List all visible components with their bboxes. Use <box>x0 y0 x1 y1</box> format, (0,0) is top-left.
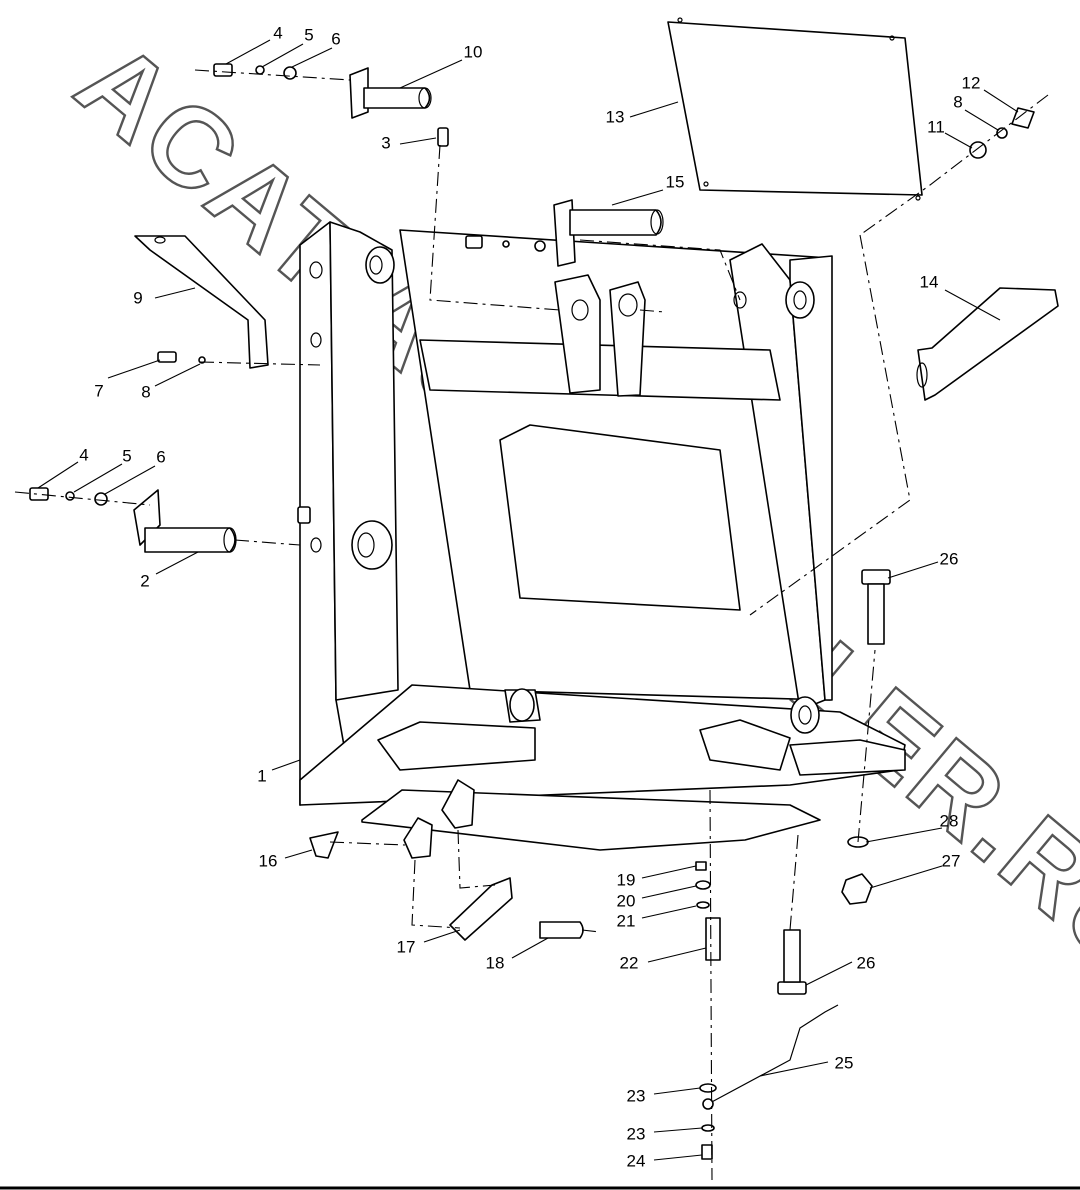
callout-6: 6 <box>156 447 165 466</box>
callout-8: 8 <box>141 382 150 401</box>
callout-19: 19 <box>617 870 636 889</box>
callout-13: 13 <box>606 107 625 126</box>
pin-2 <box>133 489 237 553</box>
callout-2: 2 <box>140 571 149 590</box>
callout-14: 14 <box>920 272 939 291</box>
callout-4: 4 <box>273 23 282 42</box>
callout-27: 27 <box>942 851 961 870</box>
callout-16: 16 <box>259 851 278 870</box>
callout-5: 5 <box>304 25 313 44</box>
callout-1: 1 <box>257 766 266 785</box>
callout-28: 28 <box>940 811 959 830</box>
callout-5: 5 <box>122 446 131 465</box>
callout-21: 21 <box>617 911 636 930</box>
callout-8: 8 <box>953 92 962 111</box>
callout-12: 12 <box>962 73 981 92</box>
callout-17: 17 <box>397 937 416 956</box>
callout-20: 20 <box>617 891 636 910</box>
callout-23: 23 <box>627 1124 646 1143</box>
leader-lines <box>37 39 1019 1161</box>
callout-4: 4 <box>79 445 88 464</box>
assembly-lines <box>14 69 1049 1181</box>
callout-7: 7 <box>94 381 103 400</box>
bolts-left <box>29 351 311 524</box>
bracket-9 <box>134 235 269 369</box>
callout-24: 24 <box>627 1151 646 1170</box>
main-frame <box>299 221 906 851</box>
callout-10: 10 <box>464 42 483 61</box>
callout-26: 26 <box>940 549 959 568</box>
pin-10 <box>349 67 432 119</box>
callout-15: 15 <box>666 172 685 191</box>
callout-23: 23 <box>627 1086 646 1105</box>
callout-3: 3 <box>381 133 390 152</box>
bolts-right <box>777 107 1035 995</box>
cover-plate <box>667 17 923 201</box>
callout-6: 6 <box>331 29 340 48</box>
callout-26: 26 <box>857 953 876 972</box>
callout-25: 25 <box>835 1053 854 1072</box>
pin-15 <box>553 199 664 267</box>
callout-22: 22 <box>620 953 639 972</box>
shackle-parts <box>309 779 839 1160</box>
callout-18: 18 <box>486 953 505 972</box>
callout-9: 9 <box>133 288 142 307</box>
bracket-14 <box>916 287 1059 401</box>
callout-11: 11 <box>927 117 945 136</box>
